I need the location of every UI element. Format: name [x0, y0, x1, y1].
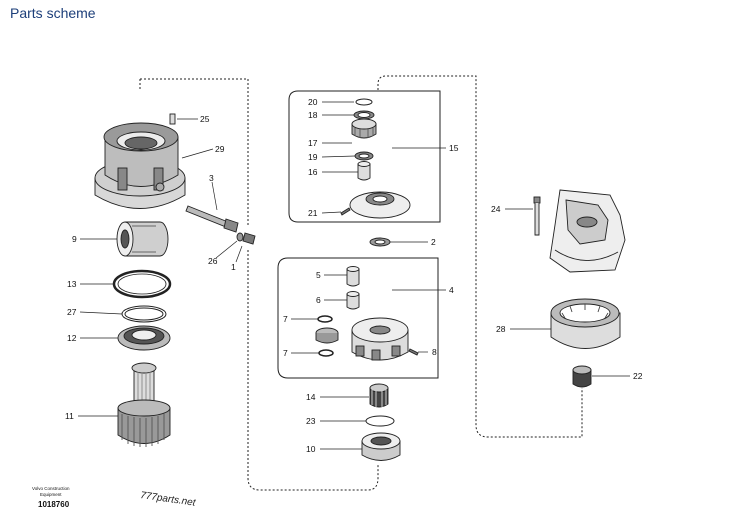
label-12: 12 — [67, 333, 77, 343]
leader-lines — [78, 101, 630, 450]
bolt-3 — [185, 205, 239, 233]
motor — [549, 189, 626, 273]
pin-8 — [408, 348, 419, 356]
pin-16 — [357, 161, 371, 181]
label-11: 11 — [65, 411, 74, 421]
label-28: 28 — [496, 324, 506, 334]
label-8: 8 — [432, 347, 437, 357]
footer-equipment: Equipment — [40, 492, 62, 497]
oring-20 — [355, 98, 373, 106]
carrier-15 — [349, 191, 411, 219]
washer-19 — [354, 151, 374, 161]
label-17: 17 — [308, 138, 318, 148]
pin-25 — [169, 113, 176, 125]
label-22: 22 — [633, 371, 643, 381]
footer-block: Volvo Construction Equipment 1018760 — [32, 486, 70, 509]
sun-gear-14 — [369, 383, 389, 408]
label-7a: 7 — [283, 314, 288, 324]
assembly-boxes — [277, 90, 441, 379]
part-labels: 25 29 3 26 1 9 13 27 12 11 20 18 17 19 1… — [65, 97, 643, 454]
label-21: 21 — [308, 208, 318, 218]
bearing-10 — [361, 432, 401, 461]
label-14: 14 — [306, 392, 316, 402]
seal-12 — [117, 325, 171, 351]
label-10: 10 — [306, 444, 316, 454]
washer-26 — [236, 232, 244, 242]
label-2: 2 — [431, 237, 436, 247]
washer-7a — [317, 315, 333, 323]
watermark: 777parts.net — [140, 490, 198, 509]
label-29: 29 — [215, 144, 225, 154]
label-15: 15 — [449, 143, 459, 153]
label-20: 20 — [308, 97, 318, 107]
gear-22 — [572, 365, 592, 388]
bolt-24 — [533, 196, 541, 236]
label-3: 3 — [209, 173, 214, 183]
snap-ring-27 — [121, 305, 167, 323]
label-25: 25 — [200, 114, 210, 124]
plug-1 — [242, 232, 256, 245]
ring-13 — [112, 269, 172, 299]
label-19: 19 — [308, 152, 318, 162]
washer-18 — [353, 110, 375, 120]
label-27: 27 — [67, 307, 77, 317]
pinion-shaft-11 — [117, 362, 171, 447]
footer-company: Volvo Construction — [32, 486, 70, 491]
label-5: 5 — [316, 270, 321, 280]
label-24: 24 — [491, 204, 501, 214]
label-26: 26 — [208, 256, 218, 266]
label-6: 6 — [316, 295, 321, 305]
label-18: 18 — [308, 110, 318, 120]
planet-gear-17 — [351, 118, 377, 139]
label-13: 13 — [67, 279, 77, 289]
pin-21 — [340, 207, 351, 216]
carrier-4 — [351, 317, 409, 361]
assembly-boundaries — [139, 75, 583, 491]
pin-6 — [346, 291, 360, 310]
page-title: Parts scheme — [10, 5, 96, 21]
gear-set — [315, 327, 339, 344]
label-7b: 7 — [283, 348, 288, 358]
label-4: 4 — [449, 285, 454, 295]
label-23: 23 — [306, 416, 316, 426]
housing-29 — [94, 122, 186, 209]
label-16: 16 — [308, 167, 318, 177]
label-9: 9 — [72, 234, 77, 244]
snap-ring-23 — [365, 415, 395, 427]
washer-7b — [318, 349, 334, 357]
footer-drawing-number: 1018760 — [38, 500, 70, 509]
bearing-9 — [116, 221, 169, 257]
pin-5 — [346, 266, 360, 287]
label-1: 1 — [231, 262, 236, 272]
washer-2 — [369, 237, 391, 247]
ring-gear-28 — [550, 298, 621, 349]
